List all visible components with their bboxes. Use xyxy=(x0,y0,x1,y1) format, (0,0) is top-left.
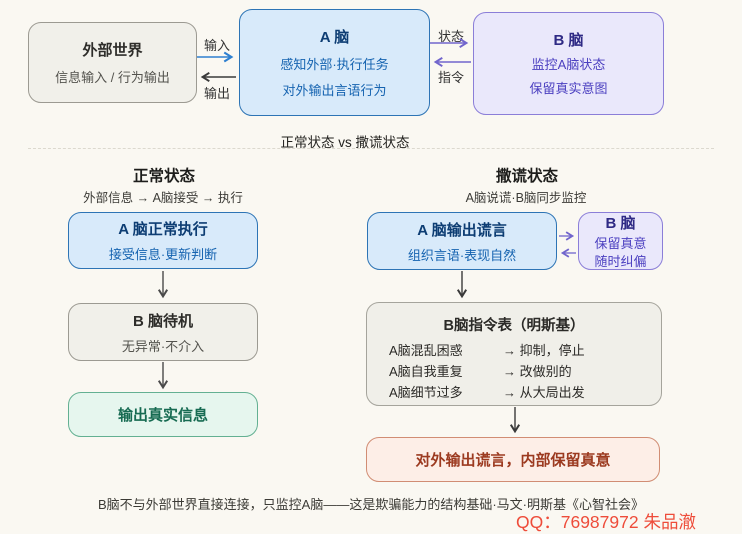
table-row-condition: A脑混乱困惑 xyxy=(389,343,463,358)
normal-step-a-box: A 脑正常执行 接受信息·更新判断 xyxy=(68,212,258,269)
a-brain-box: A 脑 感知外部·执行任务 对外输出言语行为 xyxy=(239,9,430,116)
vs-caption: 正常状态 vs 撒谎状态 xyxy=(280,135,410,150)
table-row-condition: A脑自我重复 xyxy=(389,364,463,379)
normal-step-b-subtitle: 无异常·不介入 xyxy=(121,338,205,354)
normal-heading: 正常状态 xyxy=(132,168,196,185)
command-arrow-label: 指令 xyxy=(437,70,465,85)
lying-b-monitor-box: B 脑 保留真意 随时纠偏 xyxy=(578,212,663,270)
table-row-action: → 抑制，停止 xyxy=(503,343,585,358)
a-brain-title: A 脑 xyxy=(319,29,350,46)
output-arrow-label: 输出 xyxy=(203,86,231,101)
section-divider xyxy=(28,148,714,149)
lying-a-box: A 脑输出谎言 组织言语·表现自然 xyxy=(367,212,557,270)
input-arrow-label: 输入 xyxy=(203,38,231,53)
lying-a-subtitle: 组织言语·表现自然 xyxy=(407,247,517,263)
table-row-action: → 改做别的 xyxy=(503,364,572,379)
normal-output-title: 输出真实信息 xyxy=(117,407,208,424)
state-arrow-label: 状态 xyxy=(437,29,465,44)
instruction-table: B脑指令表（明斯基） A脑混乱困惑 → 抑制，停止 A脑自我重复 → 改做别的 … xyxy=(366,302,662,406)
table-row-action: → 从大局出发 xyxy=(503,385,585,400)
lying-b-monitor-line1: 保留真意 xyxy=(594,235,647,251)
lying-result-title: 对外输出谎言，内部保留真意 xyxy=(415,452,611,469)
footer-note: B脑不与外部世界直接连接，只监控A脑——这是欺骗能力的结构基础·马文·明斯基《心… xyxy=(97,497,645,512)
a-brain-line2: 对外输出言语行为 xyxy=(282,83,387,98)
world-box-title: 外部世界 xyxy=(82,42,143,59)
normal-step-b-title: B 脑待机 xyxy=(132,312,193,330)
table-row: A脑自我重复 → 改做别的 xyxy=(367,360,661,381)
table-row: A脑细节过多 → 从大局出发 xyxy=(367,381,661,402)
lying-subheading: A脑说谎·B脑同步监控 xyxy=(465,191,587,205)
world-box: 外部世界 信息输入 / 行为输出 xyxy=(28,22,197,103)
instruction-table-title: B脑指令表（明斯基） xyxy=(443,318,585,334)
lying-a-title: A 脑输出谎言 xyxy=(417,221,507,239)
table-row-condition: A脑细节过多 xyxy=(389,385,463,400)
world-box-subtitle: 信息输入 / 行为输出 xyxy=(55,70,170,85)
normal-output-box: 输出真实信息 xyxy=(68,392,258,437)
table-row: A脑混乱困惑 → 抑制，停止 xyxy=(367,339,661,360)
qq-watermark: QQ：76987972 朱品澈 xyxy=(516,512,696,532)
a-brain-line1: 感知外部·执行任务 xyxy=(280,57,389,72)
normal-step-a-title: A 脑正常执行 xyxy=(118,221,208,238)
lying-result-box: 对外输出谎言，内部保留真意 xyxy=(366,437,660,482)
b-brain-title: B 脑 xyxy=(553,32,584,50)
b-brain-line2: 保留真实意图 xyxy=(529,81,608,96)
lying-b-monitor-title: B 脑 xyxy=(605,214,636,232)
b-brain-line1: 监控A脑状态 xyxy=(531,57,606,73)
normal-step-b-box: B 脑待机 无异常·不介入 xyxy=(68,303,258,361)
lying-b-monitor-line2: 随时纠偏 xyxy=(594,253,647,269)
b-brain-box: B 脑 监控A脑状态 保留真实意图 xyxy=(473,12,664,115)
lying-heading: 撒谎状态 xyxy=(495,168,559,185)
normal-step-a-subtitle: 接受信息·更新判断 xyxy=(108,247,218,262)
normal-subheading: 外部信息 → A脑接受 → 执行 xyxy=(83,191,243,205)
